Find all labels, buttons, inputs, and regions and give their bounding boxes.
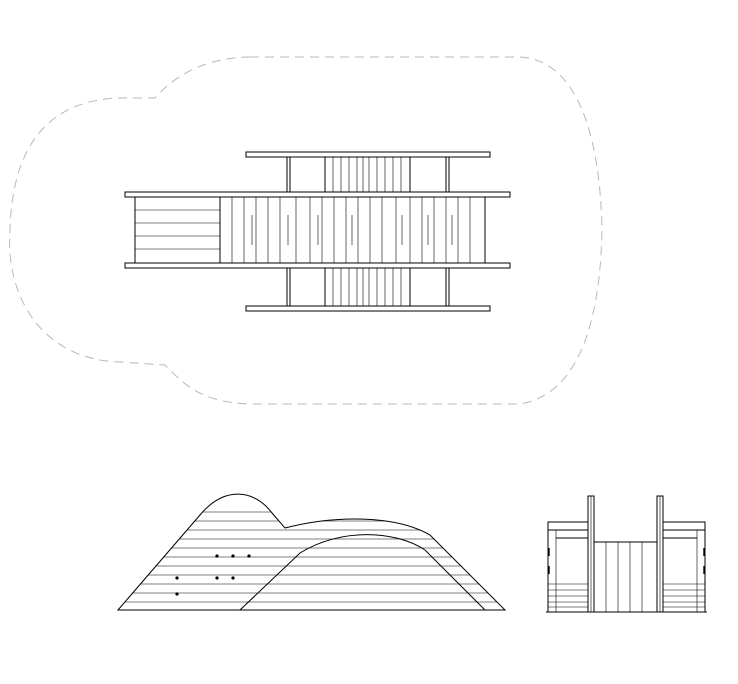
side-elevation-view — [116, 493, 507, 611]
end-edge-marks — [548, 548, 705, 574]
ramp-deck — [134, 196, 221, 264]
main-deck — [219, 196, 486, 264]
hill-outline — [116, 493, 507, 611]
bolt-dots — [175, 554, 251, 596]
plan-view — [9, 56, 603, 405]
end-center-panel — [593, 541, 658, 613]
end-posts — [587, 495, 664, 613]
outer-rails — [245, 151, 491, 312]
end-side-frames — [547, 521, 706, 613]
inner-hump — [239, 534, 486, 611]
posts — [286, 157, 450, 306]
upper-slat-group — [324, 156, 411, 193]
end-base-boards — [548, 583, 705, 608]
lower-slat-group — [324, 267, 411, 307]
safety-boundary — [9, 56, 603, 405]
end-elevation-view — [546, 495, 707, 613]
